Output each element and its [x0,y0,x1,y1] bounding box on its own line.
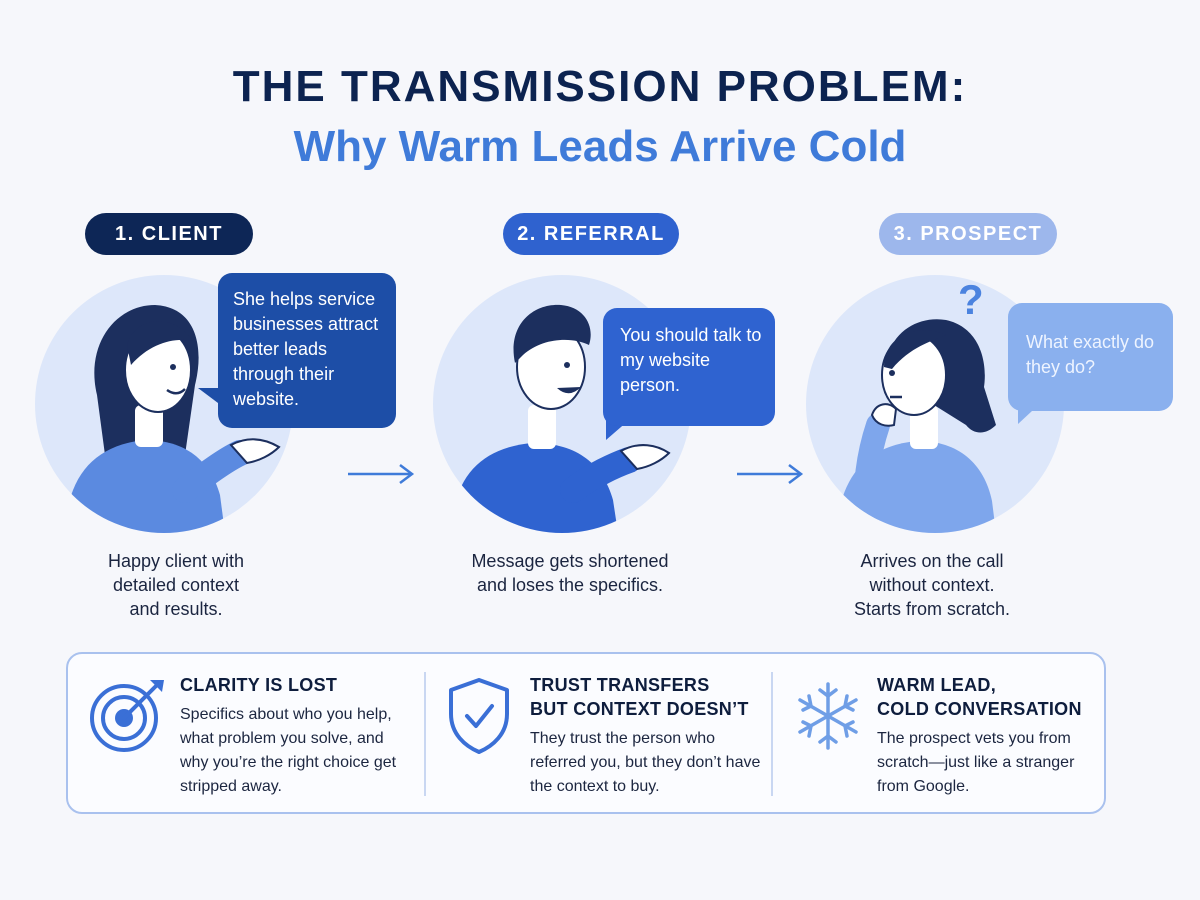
feature-body-trust: They trust the person who referred you, … [530,730,761,795]
arrow-right-icon [348,464,415,484]
referral-person-icon [451,304,671,533]
title-line: COLD CONVERSATION [877,699,1082,719]
title-line: TRUST TRANSFERS [530,675,710,695]
question-mark-icon: ? [958,276,984,323]
panel-divider [424,672,426,796]
caption-line: and loses the specifics. [476,575,664,595]
feature-title-trust: TRUST TRANSFERS BUT CONTEXT DOESN’T [530,673,765,721]
caption-line: without context. [869,575,995,595]
caption-line: and results. [129,599,223,619]
prospect-caption: Arrives on the call without context. Sta… [812,549,1052,621]
client-speech-bubble: She helps service businesses attract bet… [218,273,396,428]
step-label-client: 1. CLIENT [85,213,253,255]
prospect-speech-bubble: What exactly do they do? [1008,303,1173,411]
feature-title-clarity: CLARITY IS LOST [180,675,338,695]
caption-line: Happy client with [107,551,245,571]
feature-body-warm-lead: The prospect vets you from scratch—just … [877,730,1075,795]
shield-check-icon [449,678,509,754]
referral-speech-bubble: You should talk to my website person. [603,308,775,426]
caption-line: Arrives on the call [860,551,1004,571]
caption-line: Starts from scratch. [853,599,1011,619]
feature-body-clarity: Specifics about who you help, what probl… [180,706,397,795]
title-line: WARM LEAD, [877,675,996,695]
step-label-prospect: 3. PROSPECT [879,213,1057,255]
panel-divider [771,672,773,796]
feature-title-warm-lead: WARM LEAD, COLD CONVERSATION [877,673,1097,721]
caption-line: Message gets shortened [471,551,669,571]
target-icon [90,680,164,752]
step-label-referral: 2. REFERRAL [503,213,679,255]
snowflake-icon [798,682,858,750]
prospect-person-icon [836,319,996,533]
page-subtitle: Why Warm Leads Arrive Cold [293,122,907,171]
caption-line: detailed context [112,575,240,595]
title-line: BUT CONTEXT DOESN’T [530,699,749,719]
referral-caption: Message gets shortened and loses the spe… [440,549,700,597]
summary-panel [66,652,1106,814]
arrow-right-icon [737,464,804,484]
client-person-icon [65,305,281,533]
client-caption: Happy client with detailed context and r… [60,549,292,621]
page-title: THE TRANSMISSION PROBLEM: [232,62,968,111]
